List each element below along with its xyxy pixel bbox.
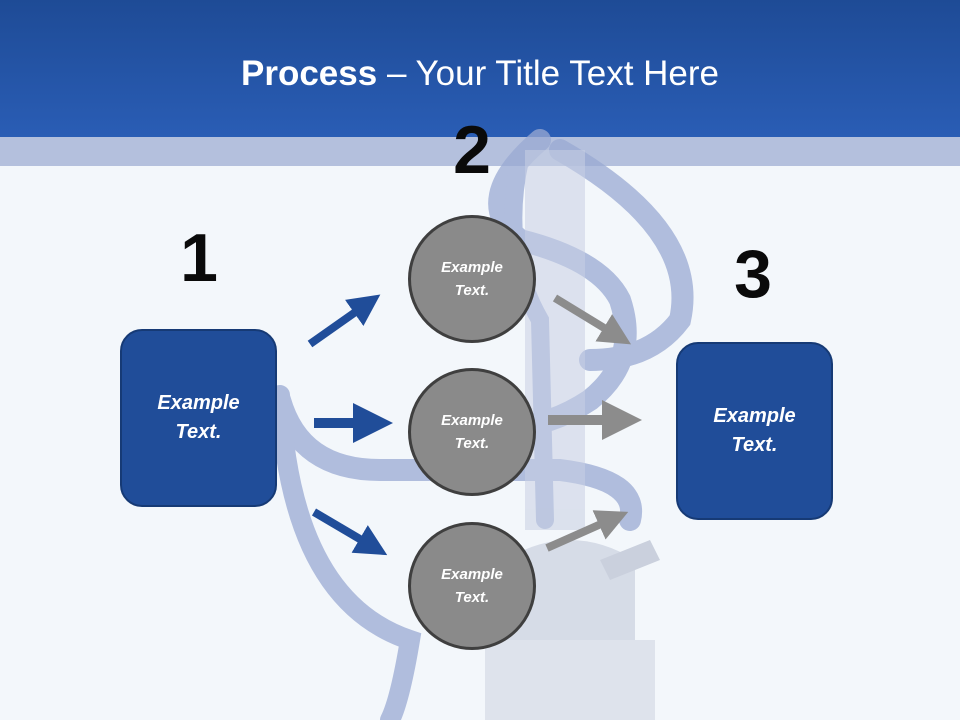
title-bar xyxy=(0,0,960,137)
title-bold: Process xyxy=(241,54,378,93)
arrow-to-bottom-circle xyxy=(311,508,388,556)
step-number-1: 1 xyxy=(180,220,218,296)
arrow-to-top-circle xyxy=(307,294,381,348)
step-1-text: Example Text. xyxy=(157,392,240,443)
header-band xyxy=(0,137,960,166)
circle-bottom-text: Example Text. xyxy=(441,566,503,606)
step-number-2: 2 xyxy=(453,112,491,188)
circle-top-text: Example Text. xyxy=(441,259,503,299)
step-3-box: Example Text. xyxy=(676,342,833,520)
step-2-circle-bottom: Example Text. xyxy=(408,522,536,650)
title-rest: – Your Title Text Here xyxy=(377,54,719,93)
arrow-from-top-circle xyxy=(552,294,632,345)
slide-title: Process – Your Title Text Here xyxy=(0,52,960,96)
step-1-box: Example Text. xyxy=(120,329,277,507)
step-2-circle-top: Example Text. xyxy=(408,215,536,343)
step-number-3: 3 xyxy=(734,236,772,312)
circle-middle-text: Example Text. xyxy=(441,412,503,452)
arrow-from-bottom-circle xyxy=(545,510,629,552)
step-2-circle-middle: Example Text. xyxy=(408,368,536,496)
step-3-text: Example Text. xyxy=(713,405,796,456)
